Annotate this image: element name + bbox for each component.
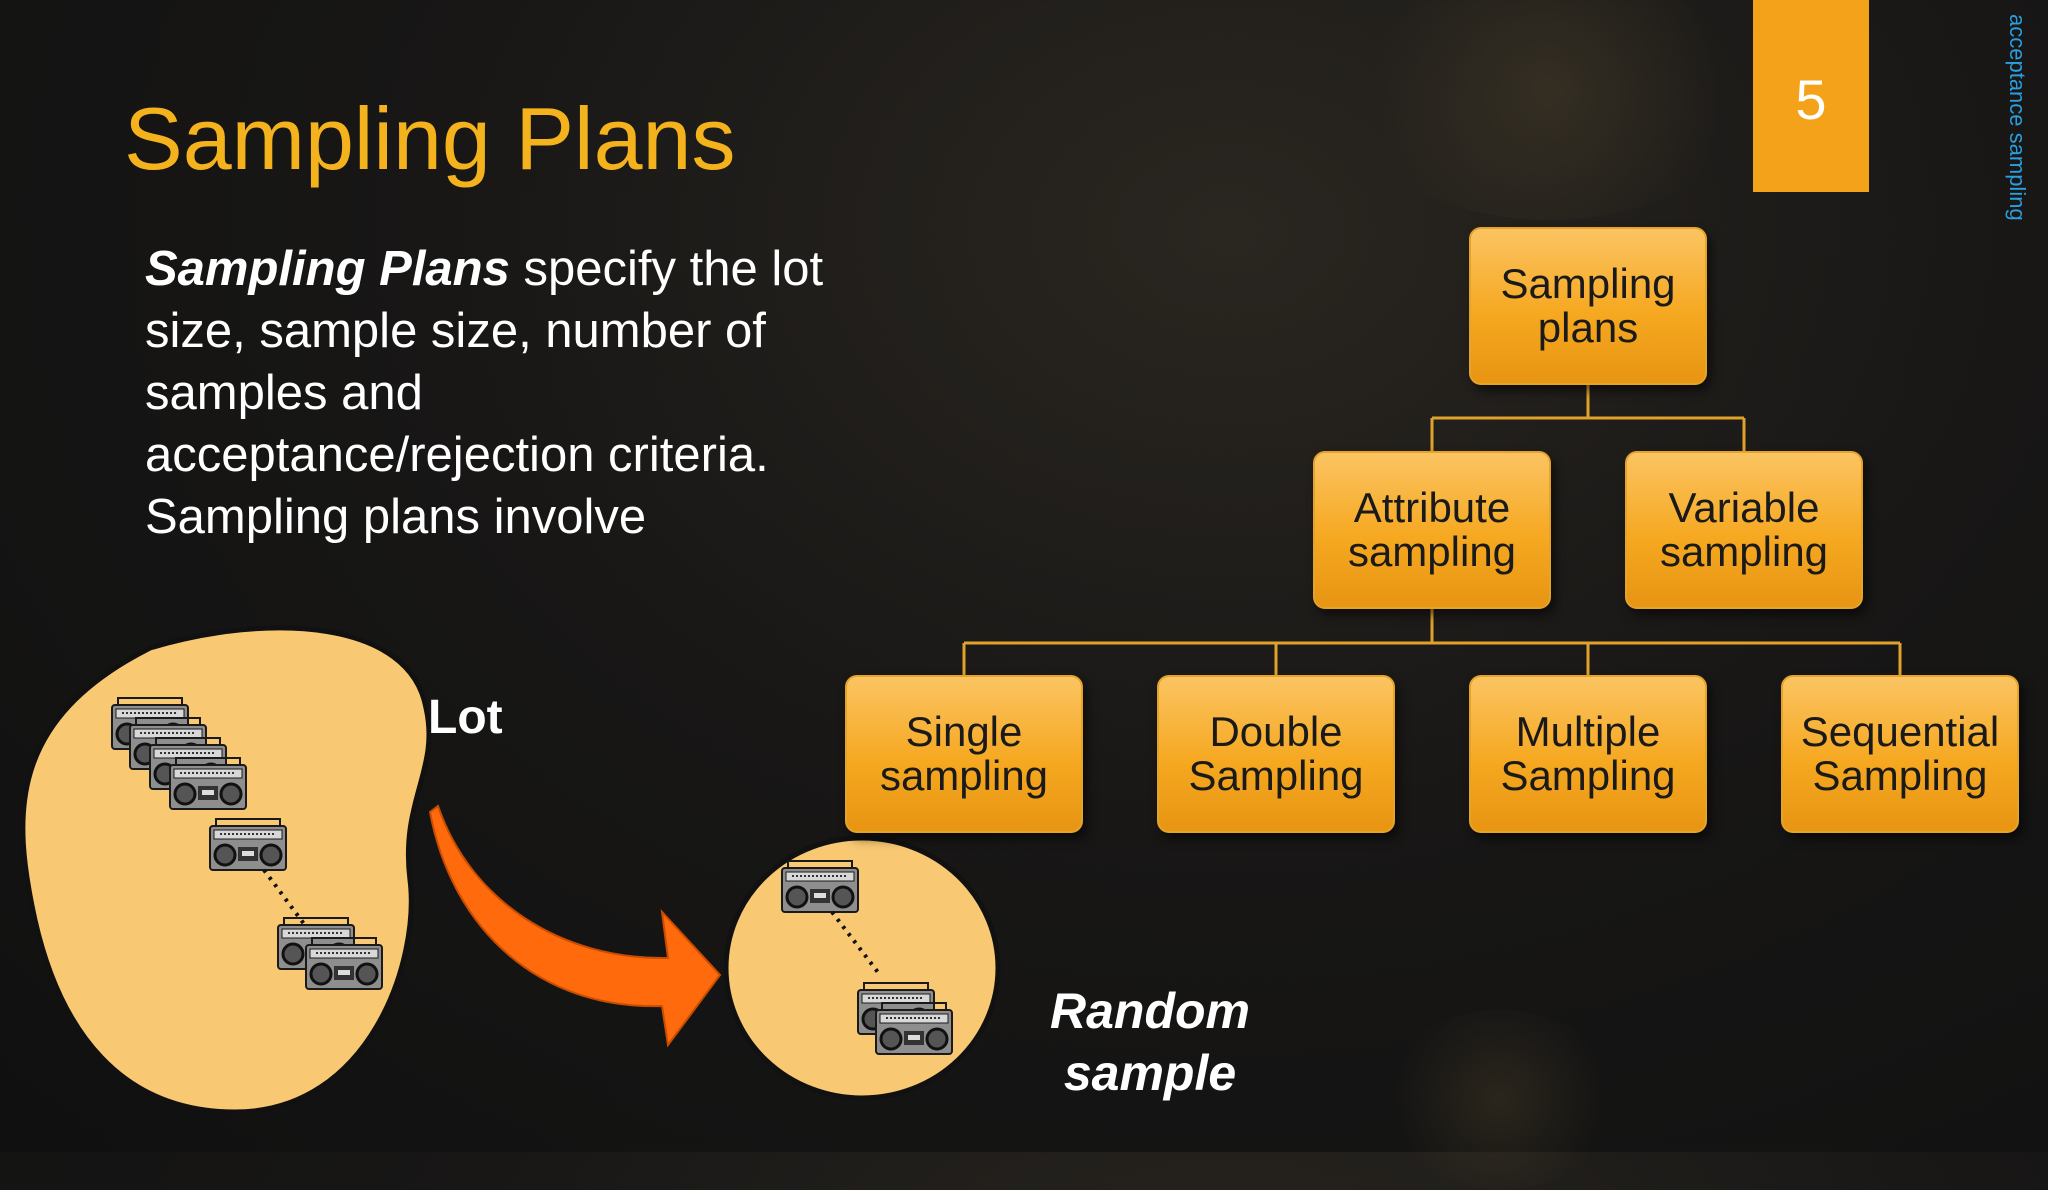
description-term: Sampling Plans	[145, 242, 510, 296]
node-multiple-sampling: Multiple Sampling	[1469, 675, 1707, 833]
tree-connectors	[962, 385, 1902, 675]
description-text: specify the lot size, sample size, numbe…	[145, 242, 824, 544]
node-sampling-plans: Sampling plans	[1469, 227, 1707, 385]
node-attribute-sampling: Attribute sampling	[1313, 451, 1551, 609]
page-number-badge: 5	[1753, 0, 1869, 192]
node-single-sampling: Single sampling	[845, 675, 1083, 833]
random-sample-label: Random sample	[1050, 983, 1250, 1101]
node-variable-sampling: Variable sampling	[1625, 451, 1863, 609]
lot-label: Lot	[428, 691, 503, 744]
node-sequential-sampling: Sequential Sampling	[1781, 675, 2019, 833]
illustration-and-connectors	[20, 385, 1902, 1115]
description: Sampling Plans specify the lot size, sam…	[145, 238, 845, 548]
side-label: acceptance sampling	[2005, 14, 2030, 221]
slide-title: Sampling Plans	[124, 89, 736, 188]
lot-items	[110, 696, 384, 991]
curved-arrow-icon	[428, 804, 722, 1048]
sample-circle	[723, 835, 1001, 1101]
node-double-sampling: Double Sampling	[1157, 675, 1395, 833]
